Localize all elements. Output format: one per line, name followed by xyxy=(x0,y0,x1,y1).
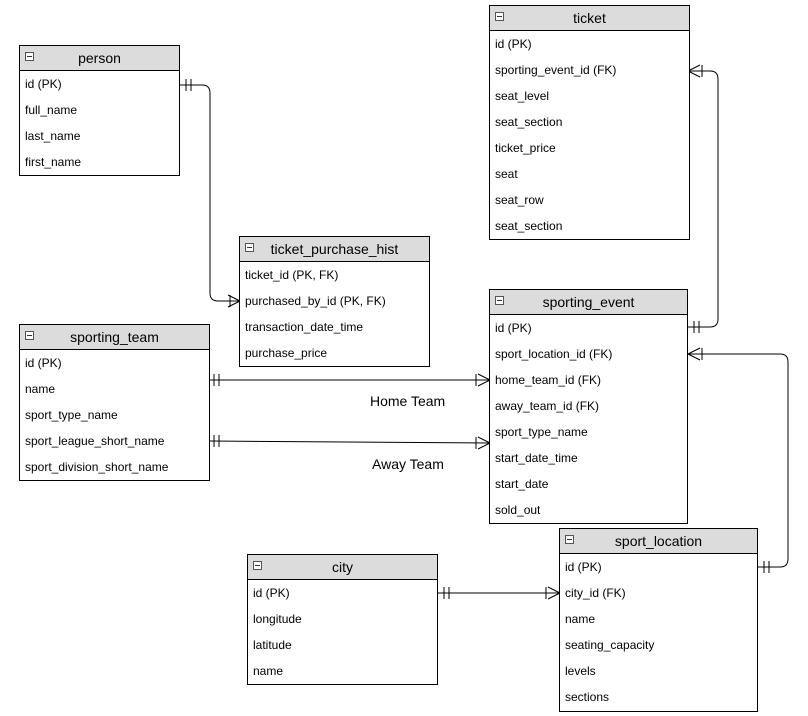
attribute-row[interactable]: name xyxy=(25,382,56,396)
attribute-row[interactable]: sections xyxy=(565,690,610,704)
attribute-row[interactable]: full_name xyxy=(25,103,78,117)
collapse-minus-icon[interactable] xyxy=(565,535,574,544)
attribute-row[interactable]: seat_section xyxy=(495,219,563,233)
collapse-minus-icon[interactable] xyxy=(495,12,504,21)
entity-header[interactable]: ticket_purchase_hist xyxy=(240,237,429,262)
entity-title: sport_location xyxy=(614,533,703,549)
attribute-row[interactable]: id (PK) xyxy=(495,321,532,335)
attribute-list: id (PK) name sport_type_name sport_league_s… xyxy=(20,350,209,480)
collapse-minus-icon[interactable] xyxy=(253,561,262,570)
entity-header[interactable]: sport_location xyxy=(560,529,757,554)
attribute-row[interactable]: ticket_price xyxy=(495,141,556,155)
attribute-row[interactable]: id (PK) xyxy=(25,77,62,91)
entity-header[interactable]: ticket xyxy=(490,6,689,31)
entity-title: ticket xyxy=(573,10,606,26)
attribute-row[interactable]: transaction_date_time xyxy=(245,320,364,334)
relationship-label-away-team: Away Team xyxy=(372,456,444,472)
entity-header[interactable]: city xyxy=(248,555,437,580)
attribute-row[interactable]: sporting_event_id (FK) xyxy=(495,63,617,77)
entity-sporting-team[interactable]: sporting_team id (PK) name sport_type_name… xyxy=(19,324,210,481)
entity-sporting-event[interactable]: sporting_event id (PK) sport_location_id … xyxy=(489,289,688,524)
attribute-row[interactable]: seat_row xyxy=(495,193,544,207)
attribute-row[interactable]: purchase_price xyxy=(245,346,328,360)
attribute-row[interactable]: name xyxy=(253,664,284,678)
entity-header[interactable]: person xyxy=(20,46,179,71)
attribute-row[interactable]: seat_level xyxy=(495,89,550,103)
attribute-row[interactable]: sport_type_name xyxy=(25,408,118,422)
attribute-list: id (PK) longitude latitude name xyxy=(248,580,437,684)
entity-header[interactable]: sporting_team xyxy=(20,325,209,350)
attribute-row[interactable]: sport_league_short_name xyxy=(25,434,165,448)
attribute-list: ticket_id (PK, FK) purchased_by_id (PK, F… xyxy=(240,262,429,366)
attribute-row[interactable]: last_name xyxy=(25,129,81,143)
entity-title: ticket_purchase_hist xyxy=(270,241,399,257)
entity-title: city xyxy=(332,559,353,575)
entity-ticket-purchase-hist[interactable]: ticket_purchase_hist ticket_id (PK, FK) p… xyxy=(239,236,430,367)
attribute-row[interactable]: id (PK) xyxy=(253,586,290,600)
entity-city[interactable]: city id (PK) longitude latitude name xyxy=(247,554,438,685)
attribute-row[interactable]: levels xyxy=(565,664,596,678)
connector-team-away-event xyxy=(209,440,491,444)
entity-title: sporting_event xyxy=(542,294,635,310)
connector-event-ticket xyxy=(688,70,719,328)
attribute-row[interactable]: id (PK) xyxy=(565,560,602,574)
attribute-list: id (PK) full_name last_name first_name xyxy=(20,71,179,175)
relationship-label-home-team: Home Team xyxy=(370,393,446,409)
attribute-row[interactable]: start_date xyxy=(495,477,549,491)
attribute-row[interactable]: name xyxy=(565,612,596,626)
attribute-row[interactable]: home_team_id (FK) xyxy=(495,373,602,387)
collapse-minus-icon[interactable] xyxy=(495,296,504,305)
attribute-row[interactable]: purchased_by_id (PK, FK) xyxy=(245,294,386,308)
attribute-row[interactable]: longitude xyxy=(253,612,302,626)
attribute-row[interactable]: away_team_id (FK) xyxy=(495,399,600,413)
entity-header[interactable]: sporting_event xyxy=(490,290,687,315)
connector-person-purchase-hist xyxy=(180,84,240,302)
attribute-row[interactable]: start_date_time xyxy=(495,451,578,465)
entity-ticket[interactable]: ticket id (PK) sporting_event_id (FK) seat… xyxy=(489,5,690,240)
attribute-row[interactable]: id (PK) xyxy=(495,37,532,51)
attribute-row[interactable]: latitude xyxy=(253,638,292,652)
attribute-row[interactable]: city_id (FK) xyxy=(565,586,626,600)
attribute-row[interactable]: first_name xyxy=(25,155,82,169)
attribute-row[interactable]: seat_section xyxy=(495,115,563,129)
attribute-row[interactable]: sport_division_short_name xyxy=(25,460,169,474)
attribute-row[interactable]: sport_type_name xyxy=(495,425,588,439)
entity-person[interactable]: person id (PK) full_name last_name first_na… xyxy=(19,45,180,176)
entity-title: person xyxy=(78,50,121,66)
entity-sport-location[interactable]: sport_location id (PK) city_id (FK) name se… xyxy=(559,528,758,712)
connector-location-event xyxy=(688,353,789,568)
collapse-minus-icon[interactable] xyxy=(25,52,34,61)
attribute-row[interactable]: seating_capacity xyxy=(565,638,655,652)
attribute-list: id (PK) sport_location_id (FK) home_team_i… xyxy=(490,315,687,523)
attribute-row[interactable]: id (PK) xyxy=(25,356,62,370)
collapse-minus-icon[interactable] xyxy=(25,331,34,340)
collapse-minus-icon[interactable] xyxy=(245,243,254,252)
attribute-row[interactable]: sold_out xyxy=(495,503,541,517)
attribute-row[interactable]: sport_location_id (FK) xyxy=(495,347,613,361)
entity-title: sporting_team xyxy=(70,329,159,345)
attribute-row[interactable]: ticket_id (PK, FK) xyxy=(245,268,339,282)
attribute-row[interactable]: seat xyxy=(495,167,518,181)
